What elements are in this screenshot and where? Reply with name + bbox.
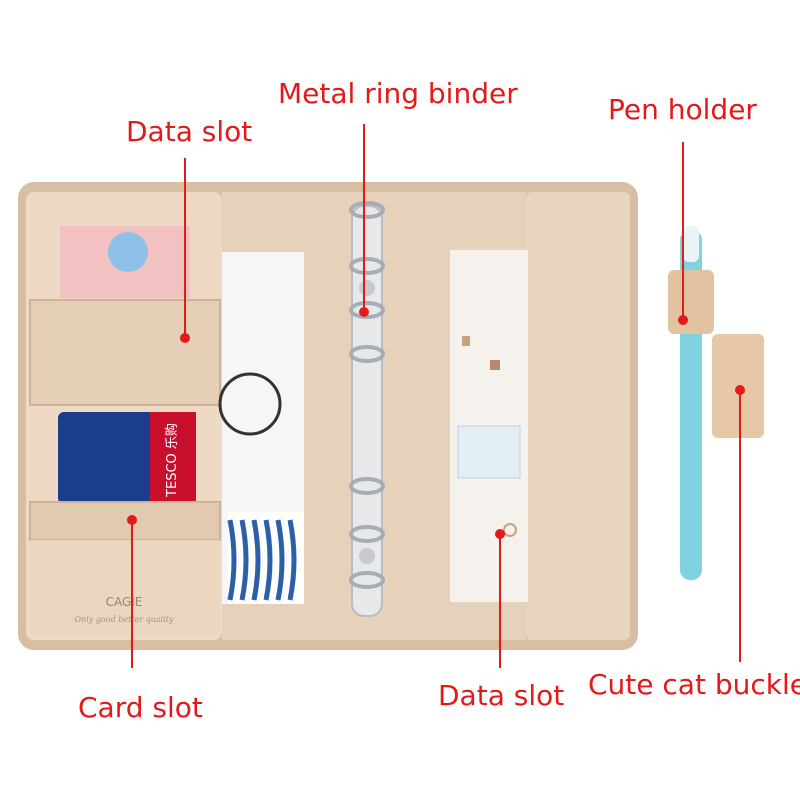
callout-card-slot: Card slot	[78, 691, 203, 724]
insert-deco-1	[462, 336, 470, 346]
callout-metal-ring-binder: Metal ring binder	[278, 77, 518, 110]
callout-data-slot-bottom: Data slot	[438, 679, 565, 712]
sticker-character	[108, 232, 148, 272]
brand-logo: CAGIE	[106, 595, 143, 609]
lower-pocket	[30, 540, 220, 636]
brand-tagline: Only good better quality	[74, 615, 174, 624]
insert-deco-2	[490, 360, 500, 370]
data-slot-pocket	[29, 299, 221, 406]
deer-emblem	[218, 372, 282, 436]
callout-pen-holder: Pen holder	[608, 93, 757, 126]
binder-clasp-bottom	[359, 548, 375, 564]
callout-dots	[127, 307, 745, 539]
pen-clip	[683, 226, 699, 262]
ring-binder-spine	[351, 205, 383, 617]
insert-deco-4	[503, 523, 517, 537]
callout-cute-cat-buckle: Cute cat buckle	[588, 668, 800, 701]
right-panel	[526, 192, 630, 640]
insert-deco-3	[457, 425, 521, 479]
callout-lines	[131, 124, 741, 668]
card-brand-text: TESCO 乐购	[164, 423, 180, 498]
binder-rings	[349, 201, 385, 589]
callout-data-slot-top: Data slot	[126, 115, 253, 148]
card-slot-pocket	[29, 501, 221, 541]
binder-clasp-top	[359, 280, 375, 296]
pen-holder-strap	[668, 270, 714, 334]
tesco-card-red-strip	[150, 412, 196, 504]
stripe-pattern	[227, 512, 304, 604]
